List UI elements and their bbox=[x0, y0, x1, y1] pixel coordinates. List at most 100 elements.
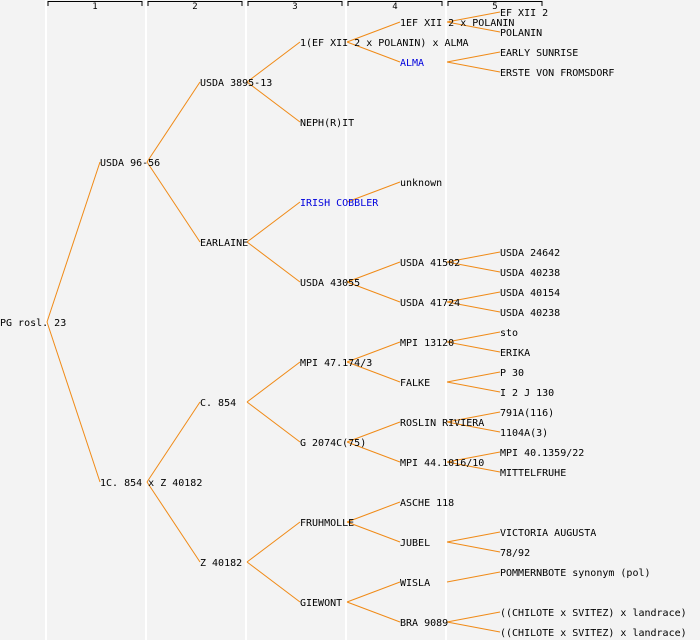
pedigree-edge bbox=[446, 381, 501, 393]
generation-header: 4 bbox=[392, 2, 397, 12]
pedigree-edge bbox=[246, 401, 301, 443]
pedigree-node: 1EF XII 2 x POLANIN bbox=[400, 18, 514, 29]
pedigree-edge bbox=[346, 41, 401, 63]
pedigree-edge bbox=[246, 41, 301, 83]
pedigree-node: ERIKA bbox=[500, 348, 530, 359]
pedigree-node: 1104A(3) bbox=[500, 428, 548, 439]
generation-headers: 1 2 3 4 5 bbox=[47, 1, 543, 12]
pedigree-node: USDA 24642 bbox=[500, 248, 560, 259]
pedigree-edge bbox=[446, 251, 501, 263]
pedigree-edge bbox=[446, 571, 501, 583]
pedigree-node: POMMERNBOTE synonym (pol) bbox=[500, 568, 651, 579]
pedigree-node: USDA 40154 bbox=[500, 288, 560, 299]
pedigree-edge bbox=[446, 421, 501, 433]
pedigree-edge bbox=[146, 81, 201, 163]
pedigree-edge bbox=[46, 161, 101, 323]
pedigree-edge bbox=[446, 371, 501, 383]
pedigree-node: BRA 9089 bbox=[400, 618, 448, 629]
pedigree-edge bbox=[246, 561, 301, 603]
pedigree-edge bbox=[446, 451, 501, 463]
pedigree-node: EF XII 2 bbox=[500, 8, 548, 19]
pedigree-node: G 2074C(75) bbox=[300, 438, 366, 449]
pedigree-edge bbox=[446, 411, 501, 423]
pedigree-node: P 30 bbox=[500, 368, 524, 379]
pedigree-node: unknown bbox=[400, 178, 442, 189]
generation-bracket bbox=[247, 1, 343, 6]
pedigree-node: ((CHILOTE x SVITEZ) x landrace) bbox=[500, 628, 687, 639]
pedigree-edge bbox=[246, 241, 301, 283]
pedigree-edge bbox=[346, 261, 401, 283]
pedigree-node: C. 854 bbox=[200, 398, 236, 409]
pedigree-edge bbox=[446, 21, 501, 33]
pedigree-edge bbox=[446, 291, 501, 303]
pedigree-node: USDA 40238 bbox=[500, 308, 560, 319]
pedigree-edge bbox=[146, 401, 201, 483]
pedigree-node: USDA 96-56 bbox=[100, 158, 160, 169]
pedigree-edge bbox=[346, 441, 401, 463]
pedigree-node: USDA 41502 bbox=[400, 258, 460, 269]
pedigree-edge bbox=[346, 181, 401, 203]
pedigree-edge bbox=[346, 281, 401, 303]
pedigree-edge bbox=[346, 601, 401, 623]
generation-header: 3 bbox=[292, 2, 297, 12]
generation-bracket bbox=[347, 1, 443, 6]
pedigree-node-link[interactable]: ALMA bbox=[400, 58, 424, 69]
pedigree-node: EARLAINE bbox=[200, 238, 248, 249]
pedigree-node: sto bbox=[500, 328, 518, 339]
pedigree-node: 1(EF XII 2 x POLANIN) x ALMA bbox=[300, 38, 469, 49]
pedigree-node: MPI 40.1359/22 bbox=[500, 448, 584, 459]
pedigree-node: GIEWONT bbox=[300, 598, 342, 609]
pedigree-node: MITTELFRUHE bbox=[500, 468, 566, 479]
pedigree-node: POLANIN bbox=[500, 28, 542, 39]
pedigree-node: USDA 3895-13 bbox=[200, 78, 272, 89]
pedigree-node: I 2 J 130 bbox=[500, 388, 554, 399]
pedigree-node: JUBEL bbox=[400, 538, 430, 549]
pedigree-edge bbox=[246, 201, 301, 243]
pedigree-node: Z 40182 bbox=[200, 558, 242, 569]
pedigree-edge bbox=[346, 581, 401, 603]
pedigree-edge bbox=[446, 341, 501, 353]
pedigree-node: MPI 47.174/3 bbox=[300, 358, 372, 369]
pedigree-node: 791A(116) bbox=[500, 408, 554, 419]
generation-bracket bbox=[447, 1, 543, 6]
pedigree-edge bbox=[346, 21, 401, 43]
column-separators bbox=[45, 0, 447, 640]
pedigree-edge bbox=[346, 421, 401, 443]
pedigree-node: 1C. 854 x Z 40182 bbox=[100, 478, 202, 489]
pedigree-edge bbox=[446, 331, 501, 343]
pedigree-edge bbox=[446, 261, 501, 273]
generation-bracket bbox=[47, 1, 143, 6]
pedigree-edge bbox=[346, 521, 401, 543]
generation-header: 5 bbox=[492, 2, 497, 12]
pedigree-edge bbox=[446, 621, 501, 633]
pedigree-node-link[interactable]: IRISH COBBLER bbox=[300, 198, 379, 209]
pedigree-edge bbox=[146, 161, 201, 243]
pedigree-node: NEPH(R)IT bbox=[300, 118, 354, 129]
generation-bracket bbox=[147, 1, 243, 6]
generation-header: 2 bbox=[192, 2, 197, 12]
pedigree-node: FRUHMOLLE bbox=[300, 518, 354, 529]
tree-edges bbox=[46, 11, 501, 633]
pedigree-node: ((CHILOTE x SVITEZ) x landrace) bbox=[500, 608, 687, 619]
pedigree-edge bbox=[446, 541, 501, 553]
pedigree-edge bbox=[46, 321, 101, 483]
pedigree-node: USDA 41724 bbox=[400, 298, 460, 309]
pedigree-edge bbox=[446, 531, 501, 543]
pedigree-edge bbox=[246, 361, 301, 403]
pedigree-edge bbox=[346, 501, 401, 523]
pedigree-node: ASCHE 118 bbox=[400, 498, 454, 509]
pedigree-node: USDA 43055 bbox=[300, 278, 360, 289]
pedigree-node: EARLY SUNRISE bbox=[500, 48, 578, 59]
pedigree-edge bbox=[446, 51, 501, 63]
pedigree-node: ROSLIN RIVIERA bbox=[400, 418, 484, 429]
pedigree-edge bbox=[446, 611, 501, 623]
pedigree-node: WISLA bbox=[400, 578, 430, 589]
pedigree-node: 78/92 bbox=[500, 548, 530, 559]
pedigree-node: ERSTE VON FROMSDORF bbox=[500, 68, 614, 79]
pedigree-node: MPI 44.1016/10 bbox=[400, 458, 484, 469]
generation-header: 1 bbox=[92, 2, 97, 12]
pedigree-node: FALKE bbox=[400, 378, 430, 389]
pedigree-edge bbox=[446, 61, 501, 73]
